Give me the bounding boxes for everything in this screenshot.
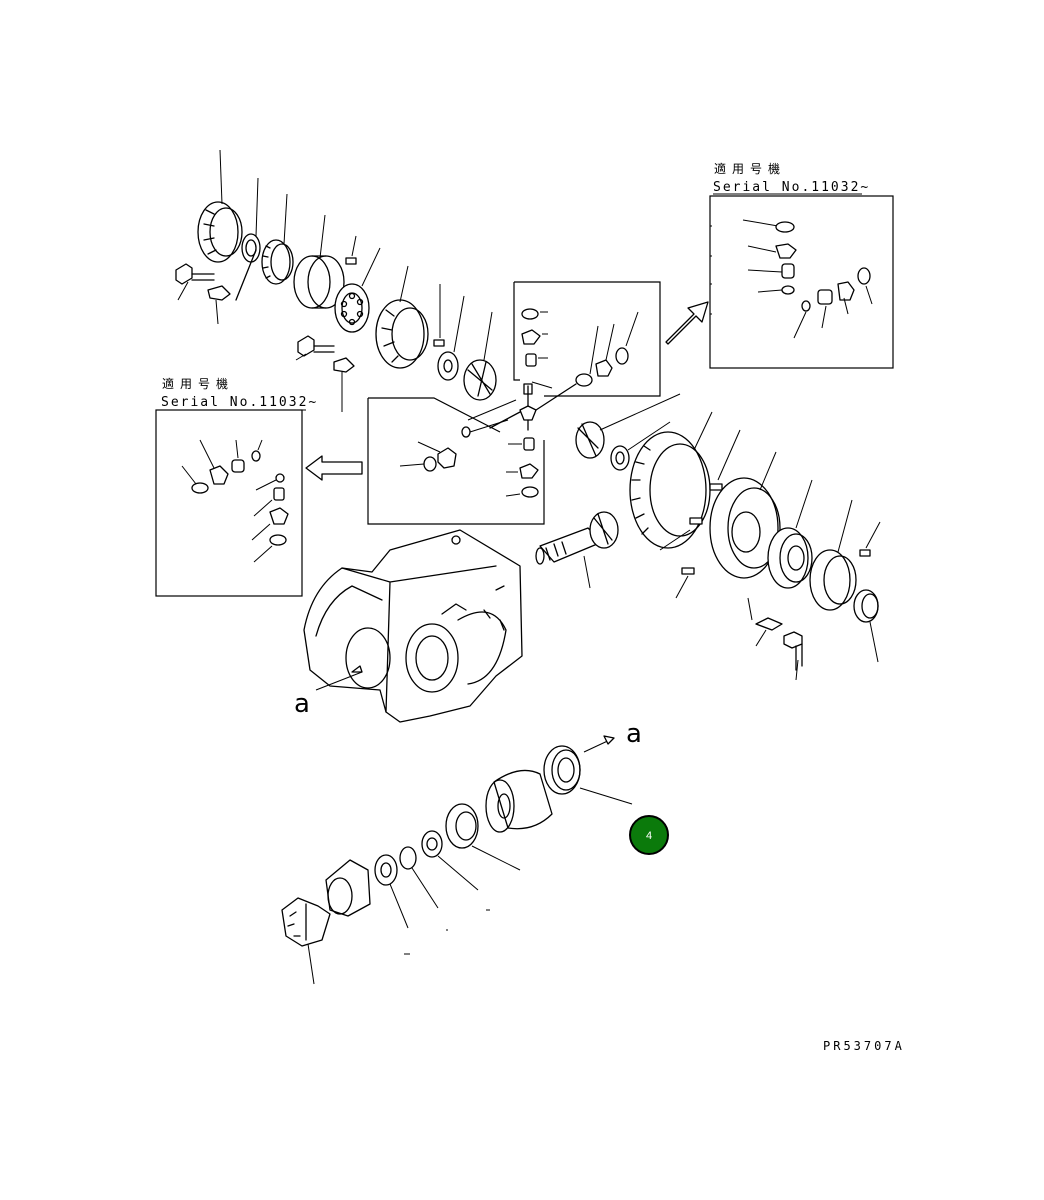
serial-note-left-line1: 適用号機 [162, 376, 234, 391]
pinion-group-box [489, 281, 661, 431]
view-label-case: a [294, 689, 310, 719]
spider-gear-box [367, 397, 545, 525]
drawing-code: PR53707A [823, 1039, 905, 1053]
transmission-case: a [294, 529, 523, 723]
callout-circle[interactable] [629, 815, 669, 855]
ring-gear-assembly [575, 393, 881, 681]
arrow-to-left-note [305, 455, 363, 481]
serial-note-right-line2: Serial No.11032~ [713, 180, 870, 195]
callout-badge[interactable]: 4 [629, 815, 669, 855]
serial-note-right-line1: 適用号機 [714, 161, 786, 176]
serial-note-right: 適用号機 Serial No.11032~ [709, 161, 894, 369]
arrow-to-right-note [665, 301, 709, 345]
serial-note-left-line2: Serial No.11032~ [161, 395, 318, 410]
view-label-arrow: a [626, 719, 642, 749]
serial-note-left: 適用号機 Serial No.11032~ [155, 376, 318, 597]
callout-number[interactable]: 4 [646, 830, 652, 842]
input-shaft-group: a [281, 719, 642, 985]
pinion-shaft [535, 511, 619, 589]
upper-gear-train [175, 149, 497, 412]
